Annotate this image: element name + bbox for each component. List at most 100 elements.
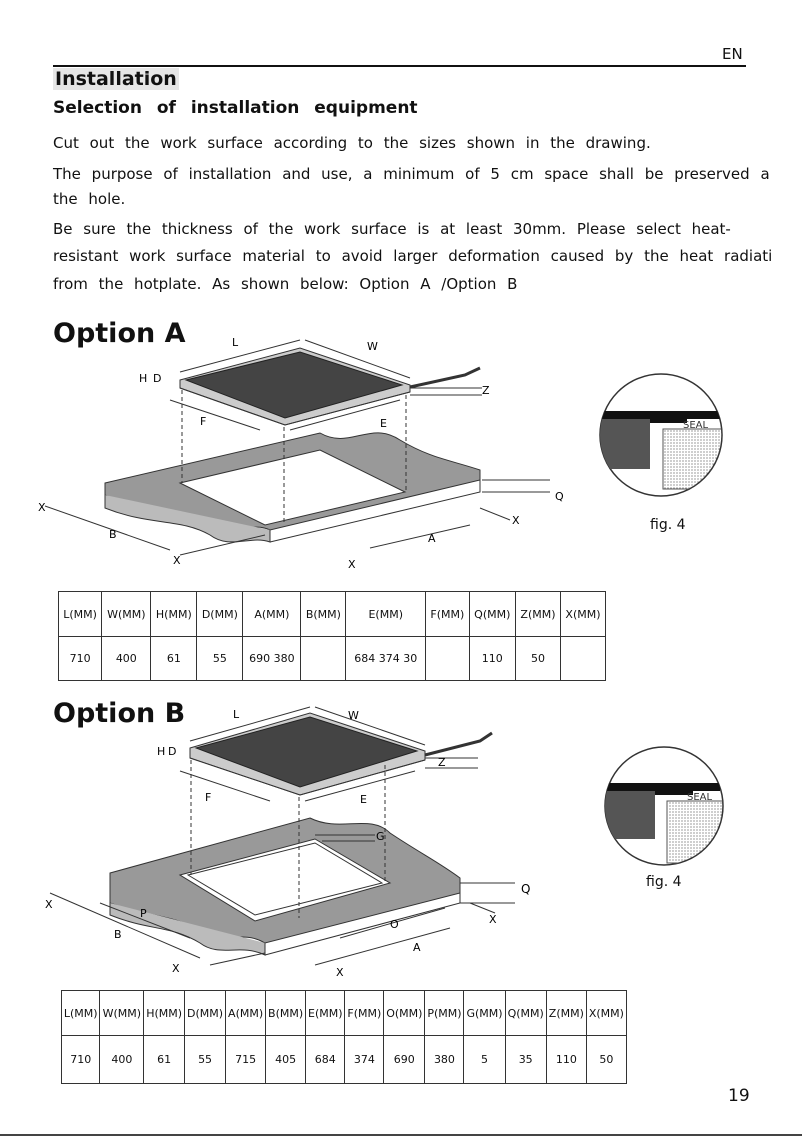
table-cell: 684 374 30 (345, 636, 427, 681)
dim-label: H (157, 745, 165, 758)
dim-label: X (348, 558, 356, 571)
table-cell: E(MM) (345, 591, 427, 637)
table-cell: O(MM) (383, 990, 426, 1036)
figure-label: fig. 4 (646, 874, 682, 890)
table-cell: 400 (101, 636, 152, 681)
dim-label: X (172, 962, 180, 975)
table-cell: E(MM) (305, 990, 346, 1036)
table-cell (559, 636, 607, 681)
option-a-table: L(MM)W(MM)H(MM)D(MM)A(MM)B(MM)E(MM)F(MM)… (57, 591, 607, 681)
table-cell (425, 636, 470, 681)
table-cell: Q(MM) (468, 591, 516, 637)
table-cell: 690 (383, 1035, 426, 1084)
table-cell: 50 (585, 1035, 628, 1084)
table-cell: 400 (99, 1035, 145, 1084)
paragraph-line: resistant work surface material to avoid… (53, 247, 773, 265)
dim-label: L (232, 336, 239, 349)
table-cell: B(MM) (300, 591, 347, 637)
dim-label: D (168, 745, 176, 758)
table-cell: 710 (60, 1035, 101, 1084)
table-cell: W(MM) (99, 990, 145, 1036)
page-number: 19 (728, 1086, 750, 1106)
dim-label: B (114, 928, 122, 941)
table-cell: L(MM) (57, 591, 103, 637)
table-cell: 380 (424, 1035, 465, 1084)
dim-label: F (205, 791, 211, 804)
seal-label: SEAL (687, 792, 713, 803)
table-cell: 61 (143, 1035, 186, 1084)
dim-label: L (233, 708, 240, 721)
dim-label: W (367, 340, 378, 353)
dim-label: Z (438, 756, 446, 769)
option-a-diagram: L W H D Z F E Q X X B A X X (38, 336, 564, 571)
paragraph-line: Be sure the thickness of the work surfac… (53, 220, 731, 238)
dim-label: X (512, 514, 520, 527)
paragraph-line: Cut out the work surface according to th… (53, 134, 651, 152)
dim-label: A (428, 532, 436, 545)
table-cell: H(MM) (150, 591, 198, 637)
table-cell: 110 (545, 1035, 587, 1084)
table-cell: B(MM) (265, 990, 307, 1036)
table-cell: 55 (184, 1035, 227, 1084)
seal-detail-b: SEAL (604, 746, 724, 866)
table-cell: 715 (225, 1035, 267, 1084)
table-cell: 55 (196, 636, 244, 681)
table-cell: D(MM) (196, 591, 244, 637)
dim-label: X (173, 554, 181, 567)
header-rule (53, 65, 746, 67)
dim-label: E (360, 793, 367, 806)
option-a-heading: Option A (53, 318, 186, 349)
dim-label: W (348, 709, 359, 722)
table-cell: F(MM) (425, 591, 470, 637)
dim-label: F (200, 415, 206, 428)
table-cell: H(MM) (143, 990, 186, 1036)
option-b-table: L(MM)W(MM)H(MM)D(MM)A(MM)B(MM)E(MM)F(MM)… (60, 990, 628, 1084)
dim-label: E (380, 417, 387, 430)
dim-label: Z (482, 384, 490, 397)
dim-label: X (38, 501, 46, 514)
table-cell: 35 (504, 1035, 547, 1084)
table-cell: 405 (265, 1035, 307, 1084)
table-cell: Q(MM) (504, 990, 547, 1036)
table-cell: 61 (150, 636, 198, 681)
dim-label: X (336, 966, 344, 979)
dim-label: P (140, 907, 147, 920)
dim-label: D (153, 372, 161, 385)
dim-label: G (376, 830, 385, 843)
seal-detail-a: SEAL (599, 373, 723, 497)
section-subtitle: Selection of installation equipment (53, 98, 418, 118)
table-cell: F(MM) (344, 990, 385, 1036)
dim-label: O (390, 918, 399, 931)
table-cell: A(MM) (242, 591, 302, 637)
paragraph-line: the hole. (53, 190, 126, 208)
table-cell: X(MM) (585, 990, 628, 1036)
dim-label: H (139, 372, 147, 385)
dim-label: Q (555, 490, 564, 503)
seal-label: SEAL (683, 420, 709, 431)
table-cell: 110 (468, 636, 516, 681)
dim-label: X (45, 898, 53, 911)
table-cell: 50 (514, 636, 561, 681)
bottom-rule (0, 1134, 802, 1136)
section-title: Installation (53, 68, 179, 90)
table-cell: 374 (344, 1035, 385, 1084)
table-cell (300, 636, 347, 681)
table-cell: P(MM) (424, 990, 465, 1036)
dim-label: X (489, 913, 497, 926)
language-label: EN (722, 45, 743, 63)
table-cell: Z(MM) (514, 591, 561, 637)
dim-label: B (109, 528, 117, 541)
dim-label: A (413, 941, 421, 954)
table-cell: 5 (463, 1035, 506, 1084)
table-cell: A(MM) (225, 990, 267, 1036)
table-cell: 690 380 (242, 636, 302, 681)
table-cell: W(MM) (101, 591, 152, 637)
table-cell: Z(MM) (545, 990, 587, 1036)
figure-label: fig. 4 (650, 517, 686, 533)
paragraph-line: The purpose of installation and use, a m… (53, 165, 770, 183)
dim-label: Q (521, 882, 530, 896)
option-b-heading: Option B (53, 698, 186, 729)
table-cell: X(MM) (559, 591, 607, 637)
table-cell: 684 (305, 1035, 346, 1084)
option-b-diagram: L W H D Z F E G Q X P O X B A X X (45, 706, 530, 979)
